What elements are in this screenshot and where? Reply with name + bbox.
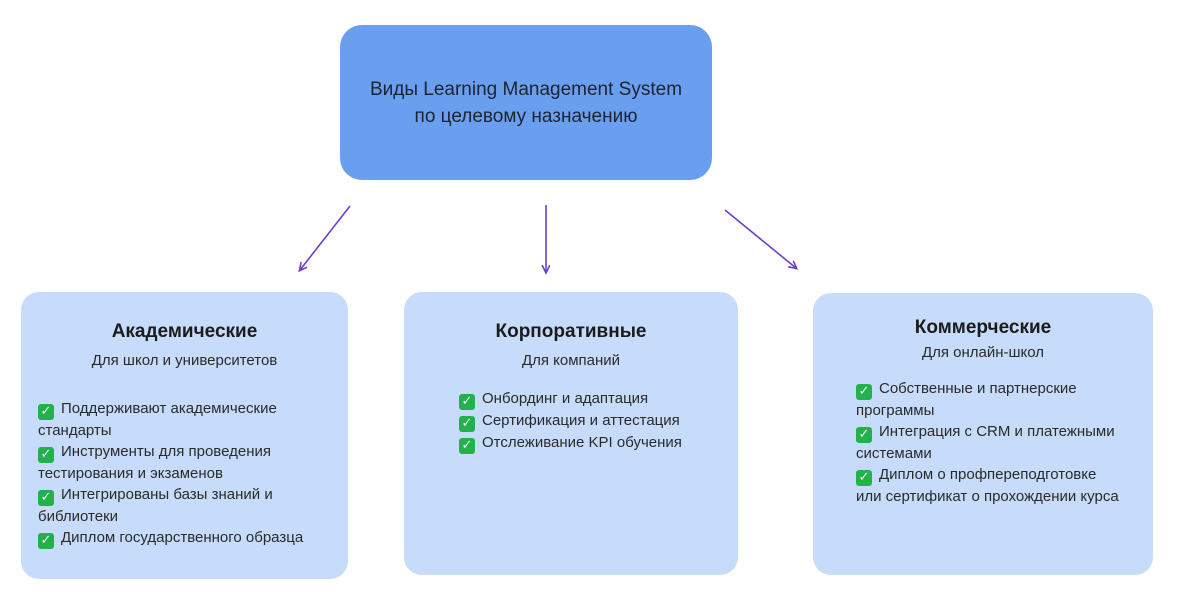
checkmark-icon: ✓ xyxy=(38,490,54,506)
checkmark-icon: ✓ xyxy=(38,447,54,463)
feature-item: ✓ Онбординг и адаптация xyxy=(459,388,709,410)
feature-text: Интеграция с CRM и платежными системами xyxy=(856,423,1115,462)
checkmark-icon: ✓ xyxy=(38,404,54,420)
feature-list: ✓Поддерживают академические стандарты ✓И… xyxy=(38,398,338,549)
root-title-line-1: Виды Learning Management System xyxy=(369,78,683,100)
feature-text: Собственные и партнерские программы xyxy=(856,380,1077,419)
arrow-to-commercial xyxy=(724,209,796,268)
root-node: Виды Learning Management System по целев… xyxy=(340,25,712,180)
feature-text: Поддерживают академические стандарты xyxy=(38,400,277,439)
checkmark-icon: ✓ xyxy=(856,384,872,400)
card-subtitle: Для онлайн-школ xyxy=(921,344,1045,361)
checkmark-icon: ✓ xyxy=(856,470,872,486)
feature-text: Инструменты для проведения тестирования … xyxy=(38,443,271,482)
feature-item: ✓Поддерживают академические стандарты xyxy=(38,398,338,441)
card-title: Академические xyxy=(111,321,258,342)
feature-item: ✓Собственные и партнерские программы xyxy=(856,378,1126,421)
feature-text: Интегрированы базы знаний и библиотеки xyxy=(38,486,273,525)
feature-item: ✓Диплом о профпереподготовке или сертифи… xyxy=(856,464,1126,507)
card-title: Коммерческие xyxy=(914,317,1052,338)
card-corporate: Корпоративные Для компаний ✓ Онбординг и … xyxy=(404,292,738,575)
feature-item: ✓Интеграция с CRM и платежными системами xyxy=(856,421,1126,464)
checkmark-icon: ✓ xyxy=(38,533,54,549)
feature-item: ✓ Отслеживание KPI обучения xyxy=(459,432,709,454)
root-title-line-2: по целевому назначению xyxy=(414,105,638,127)
feature-text: Онбординг и адаптация xyxy=(482,390,649,407)
feature-list: ✓ Онбординг и адаптация ✓ Сертификация и а… xyxy=(459,388,709,454)
card-title: Корпоративные xyxy=(495,321,647,342)
card-commercial: Коммерческие Для онлайн-школ ✓Собственны… xyxy=(813,293,1153,575)
feature-item: ✓ Диплом государственного образца xyxy=(38,527,338,549)
feature-text: Сертификация и аттестация xyxy=(482,412,680,429)
feature-item: ✓ Сертификация и аттестация xyxy=(459,410,709,432)
checkmark-icon: ✓ xyxy=(459,438,475,454)
card-subtitle: Для школ и университетов xyxy=(91,352,278,369)
arrow-to-academic xyxy=(300,205,351,270)
feature-item: ✓Инструменты для проведения тестирования… xyxy=(38,441,338,484)
feature-item: ✓Интегрированы базы знаний и библиотеки xyxy=(38,484,338,527)
checkmark-icon: ✓ xyxy=(856,427,872,443)
card-academic: Академические Для школ и университетов ✓… xyxy=(21,292,348,579)
checkmark-icon: ✓ xyxy=(459,394,475,410)
feature-text: Диплом о профпереподготовке или сертифик… xyxy=(856,466,1119,505)
checkmark-icon: ✓ xyxy=(459,416,475,432)
feature-text: Отслеживание KPI обучения xyxy=(482,434,682,451)
card-subtitle: Для компаний xyxy=(521,352,621,369)
feature-list: ✓Собственные и партнерские программы ✓Ин… xyxy=(856,378,1126,507)
feature-text: Диплом государственного образца xyxy=(61,529,304,546)
